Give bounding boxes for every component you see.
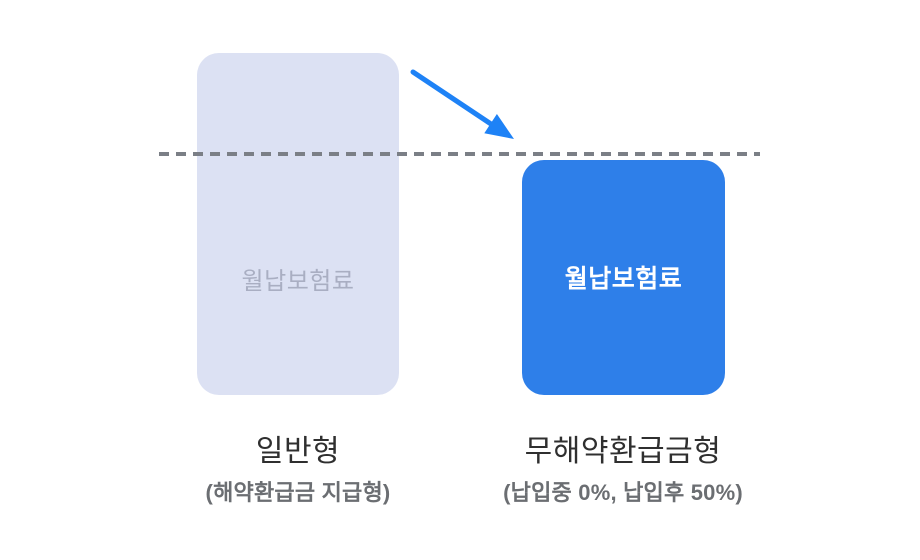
no-refund-type-bar-label: 월납보험료 xyxy=(564,265,683,293)
standard-type-bar xyxy=(197,53,399,395)
standard-type-subtitle: (해약환급금 지급형) xyxy=(205,480,391,505)
standard-type-title: 일반형 xyxy=(255,435,341,468)
standard-type-bar-label: 월납보험료 xyxy=(241,268,355,295)
no-refund-type-bar xyxy=(522,160,725,395)
threshold-dashed-line xyxy=(159,152,760,156)
no-refund-type-subtitle: (납입중 0%, 납입후 50%) xyxy=(503,480,743,505)
no-refund-type-title: 무해약환급금형 xyxy=(524,435,722,468)
